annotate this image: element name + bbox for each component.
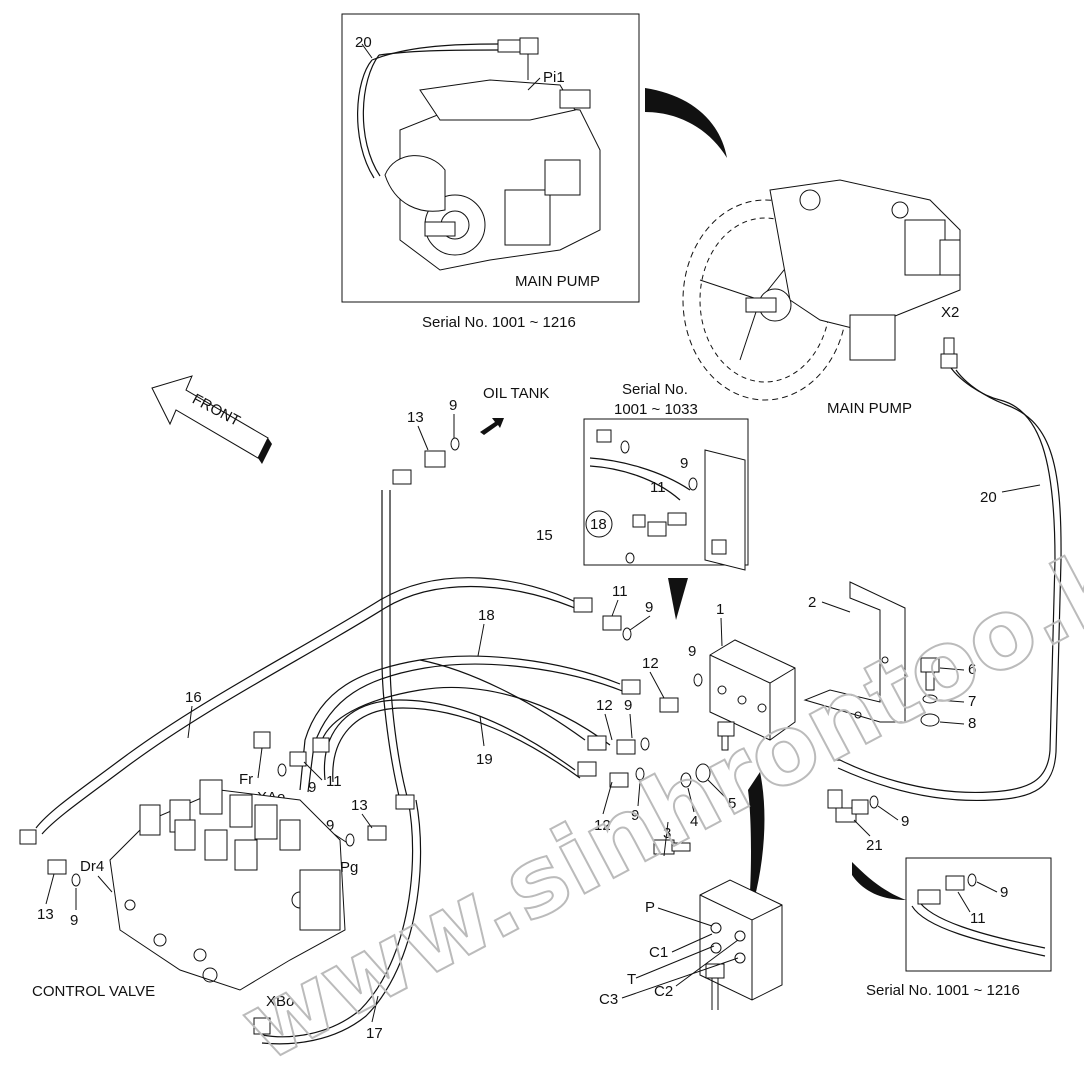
callout-arrow-top bbox=[645, 88, 727, 158]
callout-arrow-mid bbox=[668, 578, 688, 620]
bracket-2 bbox=[803, 581, 906, 723]
label-serial-top: Serial No. 1001 ~ 1216 bbox=[422, 314, 576, 331]
label-c3: C3 bbox=[599, 991, 618, 1008]
label-13-mid: 13 bbox=[351, 797, 368, 814]
label-17: 17 bbox=[366, 1025, 383, 1042]
control-valve bbox=[109, 779, 346, 991]
label-9-a: 9 bbox=[645, 599, 653, 616]
label-20-top: 20 bbox=[355, 34, 372, 51]
label-8: 8 bbox=[968, 715, 976, 732]
label-serial-mid-2: 1001 ~ 1033 bbox=[614, 401, 698, 418]
hose-20 bbox=[835, 367, 1056, 794]
label-p: P bbox=[645, 899, 655, 916]
serial-inset-mid bbox=[583, 418, 749, 571]
label-control-valve: CONTROL VALVE bbox=[32, 983, 155, 1000]
label-5: 5 bbox=[728, 795, 736, 812]
label-oil-tank: OIL TANK bbox=[483, 385, 549, 402]
label-serial-mid-1: Serial No. bbox=[622, 381, 688, 398]
label-9-f: 9 bbox=[631, 807, 639, 824]
o-ring-top bbox=[450, 437, 460, 451]
label-c2: C2 bbox=[654, 983, 673, 1000]
label-9-c: 9 bbox=[624, 697, 632, 714]
callout-arrow-bottom bbox=[748, 772, 765, 920]
label-9-top: 9 bbox=[449, 397, 457, 414]
label-7: 7 bbox=[968, 693, 976, 710]
hose-16 bbox=[35, 577, 581, 829]
front-arrow: FRONT bbox=[151, 375, 272, 464]
label-c1: C1 bbox=[649, 944, 668, 961]
label-fr: Fr bbox=[239, 771, 253, 788]
label-18-inset: 18 bbox=[590, 516, 607, 533]
label-12-c: 12 bbox=[594, 817, 611, 834]
label-15: 15 bbox=[536, 527, 553, 544]
label-x2: X2 bbox=[941, 304, 959, 321]
label-pi1: Pi1 bbox=[543, 69, 565, 86]
label-9-d: 9 bbox=[308, 779, 316, 796]
label-11-inset: 11 bbox=[650, 479, 666, 496]
label-9-low: 9 bbox=[70, 912, 78, 929]
label-9-g: 9 bbox=[901, 813, 909, 830]
serial-inset-bottom bbox=[905, 857, 1052, 972]
label-13-top: 13 bbox=[407, 409, 424, 426]
hose-18 bbox=[299, 655, 621, 791]
oil-tank-arrow bbox=[480, 418, 504, 435]
label-9-inset: 9 bbox=[680, 455, 688, 472]
label-13-low: 13 bbox=[37, 906, 54, 923]
label-19: 19 bbox=[476, 751, 493, 768]
label-18: 18 bbox=[478, 607, 495, 624]
hose-17 bbox=[261, 799, 414, 1038]
label-9-inset2: 9 bbox=[1000, 884, 1008, 901]
label-dr4: Dr4 bbox=[80, 858, 104, 875]
label-11-a: 11 bbox=[612, 583, 628, 600]
label-xbo: XBo bbox=[266, 993, 294, 1010]
label-3: 3 bbox=[663, 825, 671, 842]
label-pg: Pg bbox=[340, 859, 358, 876]
label-16: 16 bbox=[185, 689, 202, 706]
label-4: 4 bbox=[690, 813, 698, 830]
label-main-pump: MAIN PUMP bbox=[827, 400, 912, 417]
label-2: 2 bbox=[808, 594, 816, 611]
label-t: T bbox=[627, 971, 636, 988]
label-12-a: 12 bbox=[642, 655, 659, 672]
label-11-b: 11 bbox=[326, 773, 342, 790]
callout-arrow-right bbox=[852, 862, 906, 900]
port-block bbox=[699, 879, 783, 1010]
label-21: 21 bbox=[866, 837, 883, 854]
label-9-e: 9 bbox=[326, 817, 334, 834]
main-pump-inset bbox=[341, 13, 640, 303]
hose-15 bbox=[419, 659, 586, 741]
label-6: 6 bbox=[968, 661, 976, 678]
label-11-inset2: 11 bbox=[970, 910, 986, 927]
label-12-b: 12 bbox=[596, 697, 613, 714]
elbow-13-top bbox=[424, 450, 446, 468]
label-20-right: 20 bbox=[980, 489, 997, 506]
label-9-b: 9 bbox=[688, 643, 696, 660]
label-1: 1 bbox=[716, 601, 724, 618]
hose-19 bbox=[323, 699, 576, 781]
block-1 bbox=[709, 639, 796, 751]
label-main-pump-inset: MAIN PUMP bbox=[515, 273, 600, 290]
label-serial-bottom: Serial No. 1001 ~ 1216 bbox=[866, 982, 1020, 999]
main-pump bbox=[682, 179, 961, 401]
